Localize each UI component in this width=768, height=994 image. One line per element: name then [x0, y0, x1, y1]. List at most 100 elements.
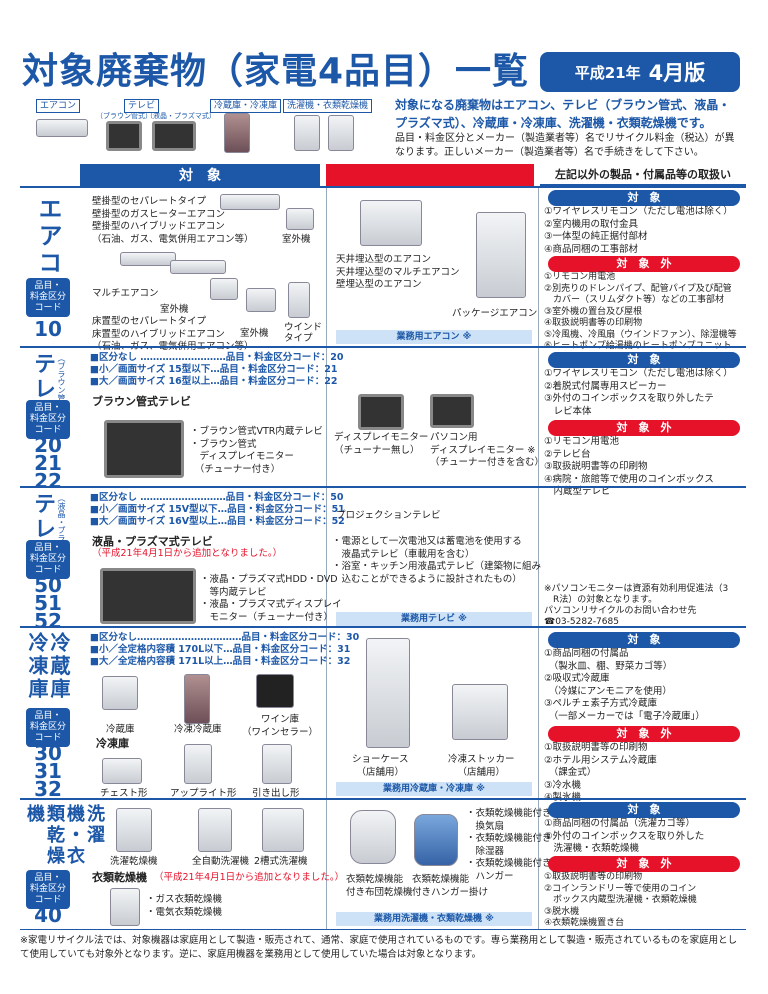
hanger-dryer-icon [414, 814, 458, 866]
fridge-wine-label: ワイン庫 （ワインセラー） [242, 714, 319, 738]
multi-outdoor-icon [210, 278, 238, 300]
pc-monitor-icon [430, 394, 474, 428]
fridge-category: 冷蔵庫・冷凍庫 品目・ 料金区分 コード 30 31 32 [20, 628, 78, 801]
tv-lcd-code-line-2: ■小／画面サイズ 15V型以下…品目・料金区分コード：51 [90, 504, 345, 515]
footnote: ※家電リサイクル法では、対象機器は家庭用として製造・販売されて、通常、家庭で使用… [20, 935, 738, 960]
thumb-tv-label: テレビ [124, 99, 160, 113]
tv-crt-no-list: ①リモコン用電池 ②テレビ台 ③取扱説明書等の印刷物 ④病院・旅館等で使用のコイ… [544, 436, 714, 497]
wall-aircon-icon [220, 194, 280, 210]
tv-crt-code-line-2: ■小／画面サイズ 15型以下…品目・料金区分コード：21 [90, 364, 338, 375]
fridge-yes-list: ①商品同梱の付属品 （製氷皿、棚、野菜カゴ等） ②吸収式冷蔵庫 （冷媒にアンモニ… [544, 648, 705, 722]
aircon-section: エアコン 品目・ 料金区分 コード 10 壁掛型のセパレートタイプ 壁掛型のガス… [20, 186, 746, 352]
drawer-freezer-icon [262, 744, 292, 784]
fridge-freezer-label: 冷凍庫 [96, 737, 129, 750]
tv-crt-yes-header: 対 象 [548, 352, 740, 368]
wine-cellar-icon [256, 674, 294, 708]
fridge-section: 冷蔵庫・冷凍庫 品目・ 料金区分 コード 30 31 32 ■区分なし……………… [20, 626, 746, 803]
aircon-ceiling-types: 天井埋込型のエアコン 天井埋込型のマルチエアコン 壁埋込型のエアコン [336, 254, 460, 290]
aircon-thumb-icon [36, 119, 88, 137]
fridge-no-list: ①取扱説明書等の印刷物 ②ホテル用システム冷蔵庫 （課金式） ③冷水機 ④製氷機 [544, 742, 657, 803]
lcd-tv-icon [100, 568, 196, 624]
chest-freezer-icon [102, 758, 142, 784]
fridge-upright-label: アップライト形 [170, 788, 237, 799]
fridge-code-3: 32 [34, 777, 62, 801]
washer-dryer-heading: 衣類乾燥機 [92, 871, 147, 884]
fridge-code-2: 31 [34, 759, 62, 783]
aircon-outdoor3: 室外機 [240, 328, 269, 339]
fridge-drawer-label: 引き出し形 [252, 788, 300, 799]
tv-lcd-business-label: 業務用テレビ ※ [336, 612, 532, 626]
washer-thumb-icon [294, 115, 320, 151]
washer-category: 洗濯機・衣類乾燥機 品目・ 料金区分 コード 40 [20, 800, 105, 929]
aircon-business-label: 業務用エアコン ※ [336, 330, 532, 344]
aircon-category: エアコン 品目・ 料金区分 コード 10 [20, 188, 78, 346]
tv-lcd-added: （平成21年4月1日から追加となりました。） [92, 548, 283, 559]
aircon-outdoor2: 室外機 [160, 304, 189, 315]
tv-crt-display: ディスプレイモニター （チューナー無し） [334, 432, 429, 456]
aircon-multi-label: マルチエアコン [92, 288, 159, 299]
aircon-yes-header: 対 象 [548, 190, 740, 206]
multi-aircon-icon-2 [170, 260, 226, 274]
fridge-code-line-3: ■大／全定格内容積 171L以上…品目・料金区分コード：32 [90, 656, 351, 667]
freezer-stocker-icon [452, 684, 508, 740]
floor-outdoor-icon [246, 288, 276, 312]
tv-crt-no-header: 対 象 外 [548, 420, 740, 436]
tv-lcd-code-2: 51 [34, 591, 62, 615]
fridge-freezer-icon [184, 674, 210, 724]
aircon-outdoor1: 室外機 [282, 234, 311, 245]
page-title: 対象廃棄物（家電4品目）一覧 [22, 51, 530, 92]
crt-tv-thumb-icon [106, 121, 142, 151]
washer-twin-label: 2槽式洗濯機 [254, 856, 308, 867]
tv-crt-code-1: 20 [34, 433, 62, 457]
tv-lcd-category-sub: （液晶・プラズマ式） [57, 494, 66, 574]
thumb-tv-sub2: （液晶・プラズマ式） [146, 112, 216, 120]
edition-month: 4月版 [648, 61, 706, 85]
tv-crt-category: テレビ （ブラウン管式） 品目・ 料金区分 コード 20 21 22 [20, 348, 78, 492]
aircon-window-label: ウインド タイプ [284, 322, 323, 344]
multi-aircon-icon-1 [120, 252, 176, 266]
aircon-wall-types: 壁掛型のセパレートタイプ 壁掛型のガスヒーターエアコン 壁掛型のハイブリッドエア… [92, 196, 254, 245]
washer-category-name: 洗濯機・衣類乾燥機 [24, 804, 105, 867]
small-fridge-icon [102, 676, 138, 710]
tv-crt-section: テレビ （ブラウン管式） 品目・ 料金区分 コード 20 21 22 ■区分なし… [20, 346, 746, 497]
washer-yes-list: ①商品同梱の付属品（洗濯カゴ等） ②外付のコインボックスを取り外した 洗濯機・衣… [544, 818, 705, 854]
tv-lcd-code-line-1: ■区分なし ………………………品目・料金区分コード：50 [90, 492, 344, 503]
header-target: 対 象 [80, 164, 320, 186]
twin-tub-washer-icon [262, 808, 304, 852]
ceiling-aircon-icon [360, 200, 422, 246]
washer-futon-label: 衣類乾燥機能 付き布団乾燥機 [346, 874, 413, 898]
fridge-fridge-label: 冷蔵庫 [106, 724, 135, 735]
washer-auto-label: 全自動洗濯機 [192, 856, 250, 867]
aircon-code: 10 [34, 317, 62, 341]
showcase-icon [366, 638, 410, 748]
washer-no-list: ①取扱説明書等の印刷物 ②コインランドリー等で使用のコイン ボックス内蔵型洗濯機… [544, 872, 697, 928]
thumb-aircon-label: エアコン [36, 99, 81, 113]
washer-dryer-types: ・ガス衣類乾燥機 ・電気衣類乾燥機 [146, 894, 223, 918]
aircon-no-list: ①リモコン用電池 ②別売りのドレンパイプ、配管パイプ及び配管 カバー（スリムダク… [544, 272, 737, 351]
lcd-tv-thumb-icon [152, 121, 196, 151]
header-other: 左記以外の製品・付属品等の取扱い [540, 164, 746, 186]
window-aircon-icon [288, 282, 310, 318]
fridge-yes-header: 対 象 [548, 632, 740, 648]
fridge-code-line-2: ■小／全定格内容積 170L以下…品目・料金区分コード：31 [90, 644, 351, 655]
tv-crt-items: ・ブラウン管式VTR内蔵テレビ ・ブラウン管式 ディスプレイモニター （チューナ… [190, 426, 323, 475]
tv-lcd-code-1: 50 [34, 573, 62, 597]
tv-crt-code-2: 21 [34, 451, 62, 475]
fridge-chest-label: チェスト形 [100, 788, 148, 799]
washer-hanger-label: 衣類乾燥機能 付きハンガー掛け [412, 874, 489, 898]
tv-crt-category-sub: （ブラウン管式） [57, 354, 66, 418]
edition-year: 平成21年 [574, 63, 641, 82]
fridge-code-1: 30 [34, 741, 62, 765]
fridge-code-label: 品目・ 料金区分 コード [26, 708, 70, 747]
thumb-tv-sub1: （ブラウン管式） [96, 112, 152, 120]
thumb-washer-label: 洗濯機・衣類乾燥機 [283, 99, 373, 113]
intro-main: 対象になる廃棄物はエアコン、テレビ（ブラウン管式、液晶・プラズマ式）、冷蔵庫・冷… [395, 98, 731, 130]
washer-no-header: 対 象 外 [548, 856, 740, 872]
fridge-code-line-1: ■区分なし……………………………品目・料金区分コード：30 [90, 632, 360, 643]
fridge-fridgefreezer-label: 冷凍冷蔵庫 [174, 724, 222, 735]
fridge-business-label: 業務用冷蔵庫・冷凍庫 ※ [336, 782, 532, 796]
header-nontarget: 対象外 [326, 164, 534, 186]
washer-code-label: 品目・ 料金区分 コード [26, 870, 70, 909]
fridge-showcase-label: ショーケース （店舗用） [352, 754, 409, 778]
washer-business-label: 業務用洗濯機・衣類乾燥機 ※ [336, 912, 532, 926]
